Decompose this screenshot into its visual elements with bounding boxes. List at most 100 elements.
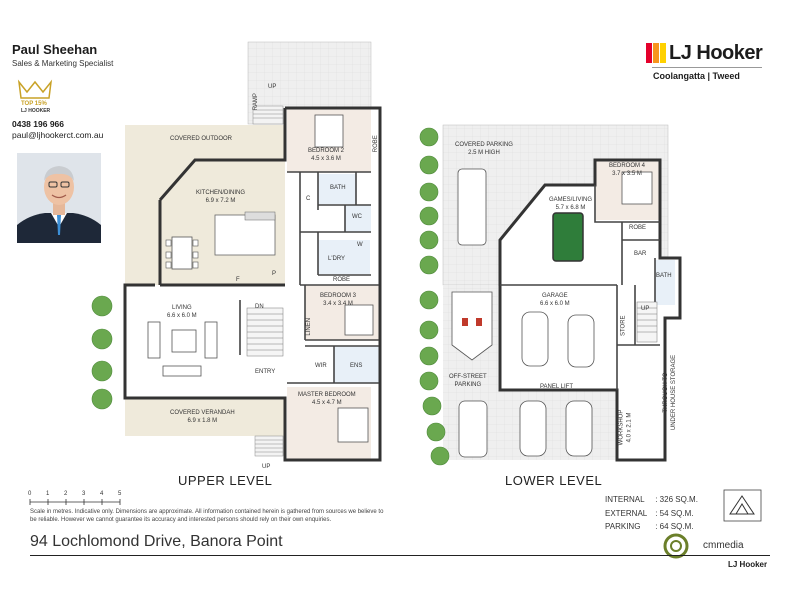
brand-name: LJ Hooker — [669, 42, 763, 64]
area-label: PARKING — [605, 522, 641, 532]
bed3-dim: 3.4 x 3.4 M — [323, 300, 353, 307]
brand-divider — [652, 67, 762, 68]
covered-parking-name: COVERED PARKING — [455, 142, 513, 148]
cupboard-1-label: C — [306, 196, 311, 202]
kitchen-dim: 6.9 x 7.2 M — [205, 197, 236, 204]
workshop-dim: 4.0 x 2.1 M — [625, 412, 632, 443]
disclaimer: Scale in metres. Indicative only. Dimens… — [30, 509, 384, 524]
verandah-dim: 6.9 x 1.8 M — [187, 417, 218, 424]
washer-label: W — [357, 242, 363, 248]
covered-parking-height: 2.5 M HIGH — [468, 149, 500, 156]
area-row: INTERNAL : 326 SQ.M. — [602, 494, 701, 506]
top-15-badge: TOP 15% LJ HOOKER — [13, 78, 55, 114]
wc-label: WC — [352, 214, 362, 220]
dn-label: DN — [255, 304, 264, 310]
master-dim: 4.5 x 4.7 M — [311, 399, 342, 406]
fridge-label: F — [236, 277, 240, 283]
robe-side-label: ROBE — [372, 135, 379, 153]
upper-level-title: UPPER LEVEL — [178, 473, 273, 488]
store-label: STORE — [620, 315, 627, 337]
area-label: INTERNAL — [605, 495, 645, 504]
footer-divider — [30, 555, 770, 556]
scale-tick: 0 — [28, 491, 32, 497]
up-lower-label: UP — [641, 306, 650, 312]
area-summary: INTERNAL : 326 SQ.M. EXTERNAL : 54 SQ.M. P… — [600, 492, 703, 535]
area-value: : 64 SQ.M. — [655, 522, 694, 532]
area-value: : 326 SQ.M. — [655, 495, 698, 504]
scale-tick: 2 — [64, 491, 68, 497]
living-dim: 6.6 x 6.0 M — [167, 312, 197, 319]
robe-label: ROBE — [333, 277, 351, 283]
ensuite-label: ENS — [350, 363, 363, 369]
covered-outdoor-label: COVERED OUTDOOR — [170, 136, 233, 142]
parking-text: PARKING — [454, 381, 482, 388]
laundry-label: L'DRY — [328, 256, 346, 262]
agent-email[interactable]: paul@ljhookerct.com.au — [12, 130, 104, 140]
bed2-name: BEDROOM 2 — [308, 148, 345, 154]
ramp-label: RAMP — [252, 93, 259, 111]
bar-label: BAR — [634, 251, 647, 257]
lj-hooker-logo-mark — [646, 43, 666, 63]
up-top-label: UP — [268, 84, 277, 90]
under-house-1: THROUGH TO — [663, 372, 670, 413]
agent-photo — [17, 153, 101, 243]
verandah-name: COVERED VERANDAH — [170, 410, 235, 416]
area-label: EXTERNAL — [605, 508, 648, 518]
bath-lower-label: BATH — [656, 273, 672, 279]
bed4-dim: 3.7 x 3.5 M — [612, 170, 642, 177]
scale-tick: 3 — [82, 491, 86, 497]
footer-brand: LJ Hooker — [728, 560, 768, 569]
games-name: GAMES/LIVING — [549, 197, 593, 203]
pantry-label: P — [272, 271, 277, 277]
under-house-2: UNDER HOUSE STORAGE — [670, 354, 677, 431]
bed2-dim: 4.5 x 3.6 M — [311, 155, 341, 162]
games-dim: 5.7 x 6.8 M — [555, 204, 586, 211]
panel-lift-label: PANEL LIFT — [540, 384, 574, 390]
bath-label: BATH — [330, 185, 346, 191]
wir-label: WIR — [315, 363, 327, 369]
brand-office: Coolangatta | Tweed — [653, 71, 740, 81]
agent-name: Paul Sheehan — [12, 42, 98, 57]
agent-role: Sales & Marketing Specialist — [12, 59, 114, 68]
living-name: LIVING — [172, 305, 192, 311]
workshop-name: WORKSHOP — [618, 409, 625, 446]
area-row: EXTERNAL : 54 SQ.M. — [602, 508, 701, 520]
area-value: : 54 SQ.M. — [655, 508, 694, 518]
scale-bar: 0 1 2 3 4 5 — [28, 491, 128, 499]
badge-brand-text: LJ HOOKER — [21, 108, 51, 114]
property-address: 94 Lochlomond Drive, Banora Point — [30, 533, 283, 550]
entry-label: ENTRY — [255, 369, 276, 375]
bed3-name: BEDROOM 3 — [320, 293, 357, 299]
master-name: MASTER BEDROOM — [298, 392, 356, 398]
cmmedia-logo-text: cmmedia — [703, 540, 744, 551]
robe-lower-label: ROBE — [629, 225, 647, 231]
garage-dim: 6.6 x 6.0 M — [540, 300, 570, 307]
lower-level-title: LOWER LEVEL — [505, 473, 603, 488]
linen-label: LINEN — [306, 317, 313, 336]
scale-tick: 4 — [100, 491, 104, 497]
area-row: PARKING : 64 SQ.M. — [602, 521, 701, 533]
kitchen-name: KITCHEN/DINING — [196, 190, 246, 196]
bed4-name: BEDROOM 4 — [609, 163, 646, 169]
garage-name: GARAGE — [542, 293, 568, 299]
offstreet-text: OFF-STREET — [449, 374, 487, 380]
badge-top-text: TOP 15% — [21, 101, 47, 107]
scale-tick: 1 — [46, 491, 50, 497]
up-bottom-label: UP — [262, 464, 271, 470]
agent-phone[interactable]: 0438 196 966 — [12, 119, 64, 129]
scale-tick: 5 — [118, 491, 122, 497]
